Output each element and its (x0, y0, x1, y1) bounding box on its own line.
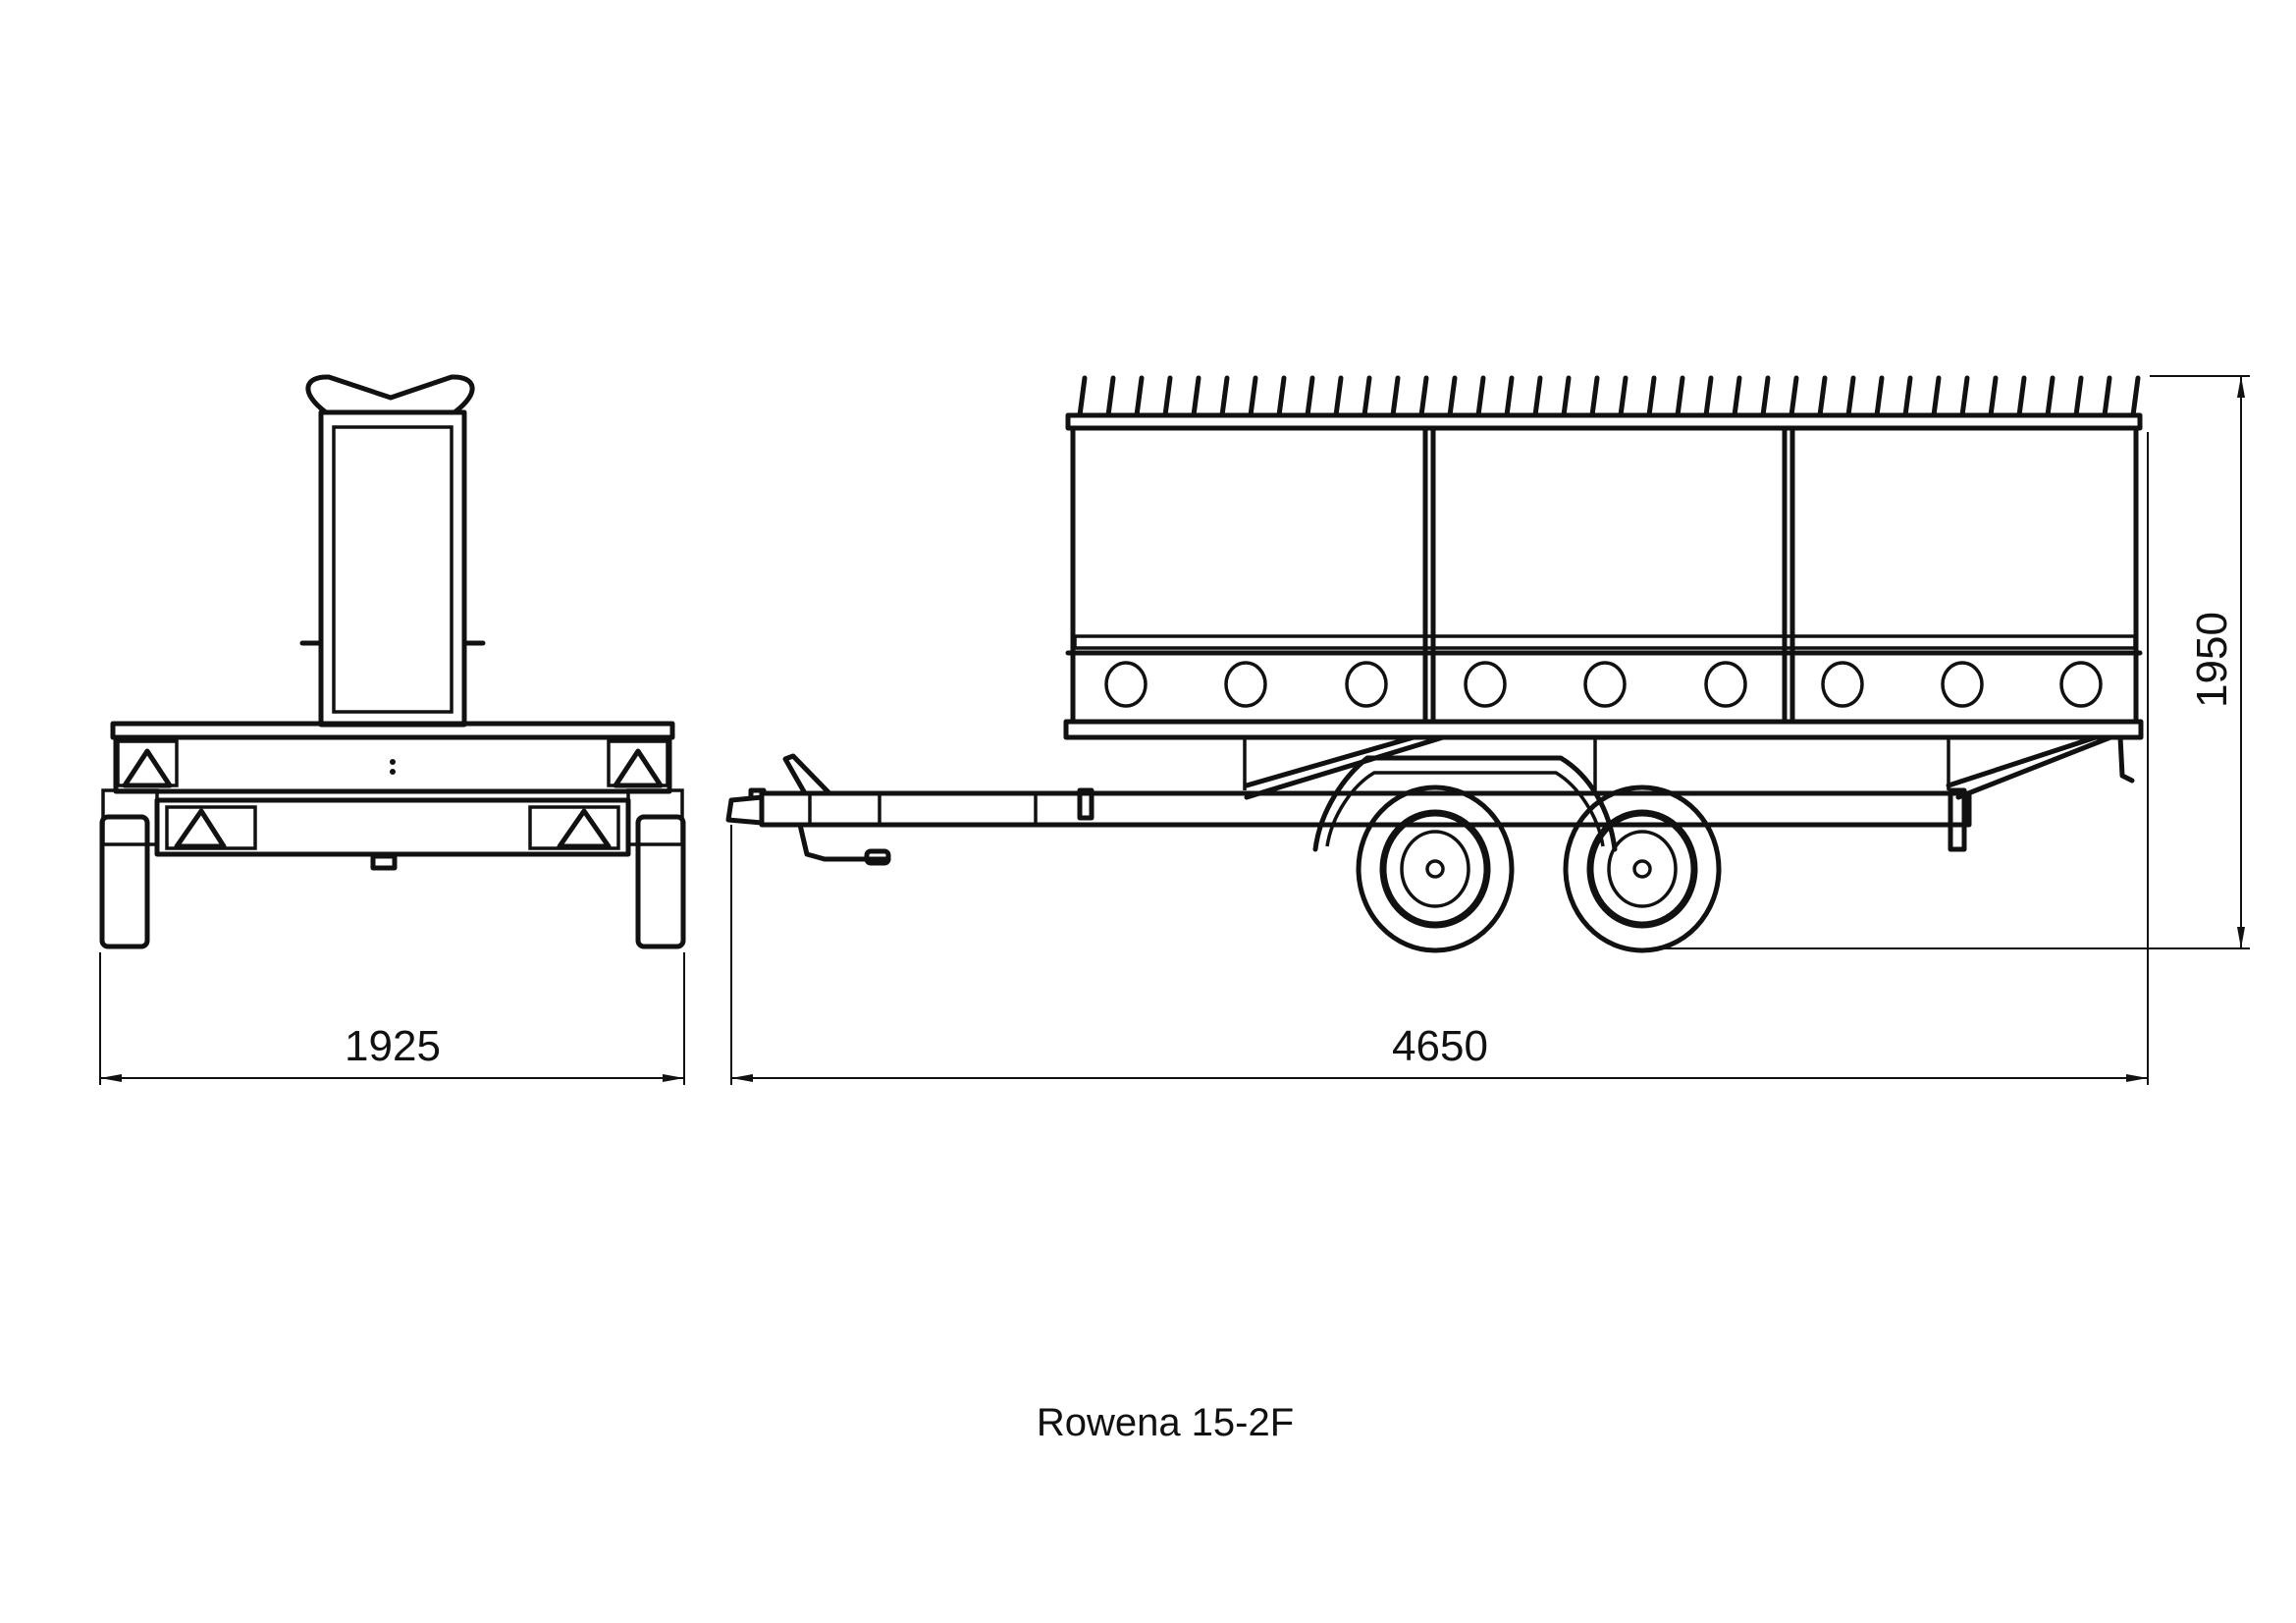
canopy-bow (1191, 375, 1201, 418)
panel-opening (1224, 661, 1267, 708)
canopy-bow (1703, 375, 1714, 418)
diagonal-brace-rear (1946, 734, 2113, 800)
canopy-bow (1589, 375, 1600, 418)
front-deck-body (113, 734, 672, 794)
canopy-bow (1874, 375, 1885, 418)
canopy-bow (1732, 375, 1742, 418)
canopy-top-rail (1065, 412, 2143, 431)
panel-opening (2059, 661, 2103, 708)
canopy-bow (1162, 375, 1173, 418)
panel-opening (1821, 661, 1864, 708)
front-bolt (390, 769, 396, 775)
front-fender-right (626, 788, 684, 846)
dimension-length: 4650 (730, 432, 2149, 1085)
rear-leg (1948, 787, 1967, 852)
canopy-bow (1305, 375, 1315, 418)
wheel-rear-axle (1563, 784, 1722, 953)
canopy-bow (1276, 375, 1287, 418)
front-bolt (390, 759, 396, 765)
drawing-caption: Rowena 15-2F (1037, 1401, 1294, 1444)
fender-inner (1325, 771, 1605, 847)
front-saddle-support (305, 374, 475, 415)
canopy-bow (1618, 375, 1629, 418)
canopy-bow (1675, 375, 1685, 418)
hitch-coupling (725, 794, 765, 826)
front-wheel-right (635, 814, 686, 949)
canopy-bow (1418, 375, 1429, 418)
diagonal-brace-front (1244, 734, 1446, 800)
canopy-bow (1561, 375, 1572, 418)
front-fender-left (101, 788, 159, 846)
canopy-bow (2016, 375, 2027, 418)
dimension-length-label: 4650 (1392, 1022, 1488, 1070)
reflector-triangle-icon (613, 748, 664, 788)
deck-bottom-rail (1063, 719, 2144, 740)
panel-opening (1941, 661, 1984, 708)
canopy-bow (1646, 375, 1657, 418)
side-panel-openings (1104, 661, 2103, 708)
canopy-bow (1959, 375, 1970, 418)
canopy-bow (1362, 375, 1372, 418)
front-canopy-inner (332, 425, 454, 714)
canopy-bow (1105, 375, 1116, 418)
canopy-bow (2130, 375, 2141, 418)
jockey-wheel-arm (797, 822, 891, 862)
reflector-triangle-icon (174, 808, 227, 849)
canopy-bow (1333, 375, 1344, 418)
canopy-bow (1532, 375, 1543, 418)
drawbar (759, 790, 1972, 828)
wheel-front-axle (1356, 784, 1515, 953)
canopy-bow (2102, 375, 2112, 418)
panel-opening (1345, 661, 1388, 708)
canopy-lower-rail (1073, 634, 2137, 650)
panel-opening (1704, 661, 1747, 708)
canopy-bow (1219, 375, 1230, 418)
canopy-bow (2073, 375, 2084, 418)
coupling-lever (748, 787, 767, 800)
front-wheel-left (99, 814, 150, 949)
canopy-bow (1902, 375, 1913, 418)
dimension-width: 1925 (99, 952, 685, 1085)
canopy-bow (1390, 375, 1401, 418)
canopy-bow (1447, 375, 1458, 418)
reflector-triangle-icon (557, 808, 612, 849)
canopy-bow (1789, 375, 1799, 418)
dimension-width-label: 1925 (345, 1022, 441, 1070)
canopy-bow (1248, 375, 1258, 418)
panel-opening (1464, 661, 1507, 708)
side-view (725, 375, 2144, 953)
dimension-height: 1950 (1659, 375, 2250, 949)
reflector-triangle-icon (122, 748, 173, 788)
handbrake-lever (782, 753, 832, 796)
canopy-bow (1931, 375, 1942, 418)
canopy-bow (1475, 375, 1486, 418)
front-view (99, 374, 686, 949)
fender-outer (1312, 755, 1618, 852)
canopy-bow (2045, 375, 2056, 418)
front-canopy-frame (318, 409, 467, 728)
canopy-bows (1077, 375, 2141, 418)
canopy-bow (1817, 375, 1828, 418)
canopy-bow (1504, 375, 1515, 418)
canopy-bow (1760, 375, 1771, 418)
panel-opening (1583, 661, 1627, 708)
rear-stop (2117, 734, 2135, 784)
canopy-bow (1845, 375, 1856, 418)
front-hitch-plate (370, 853, 398, 871)
drawbar-clamp (1077, 787, 1095, 821)
dimension-height-label: 1950 (2188, 612, 2236, 708)
panel-opening (1104, 661, 1148, 708)
canopy-bow (1077, 375, 1088, 418)
canopy-bow (1134, 375, 1145, 418)
canopy-bow (1988, 375, 1999, 418)
jockey-wheel-handle (864, 848, 891, 866)
